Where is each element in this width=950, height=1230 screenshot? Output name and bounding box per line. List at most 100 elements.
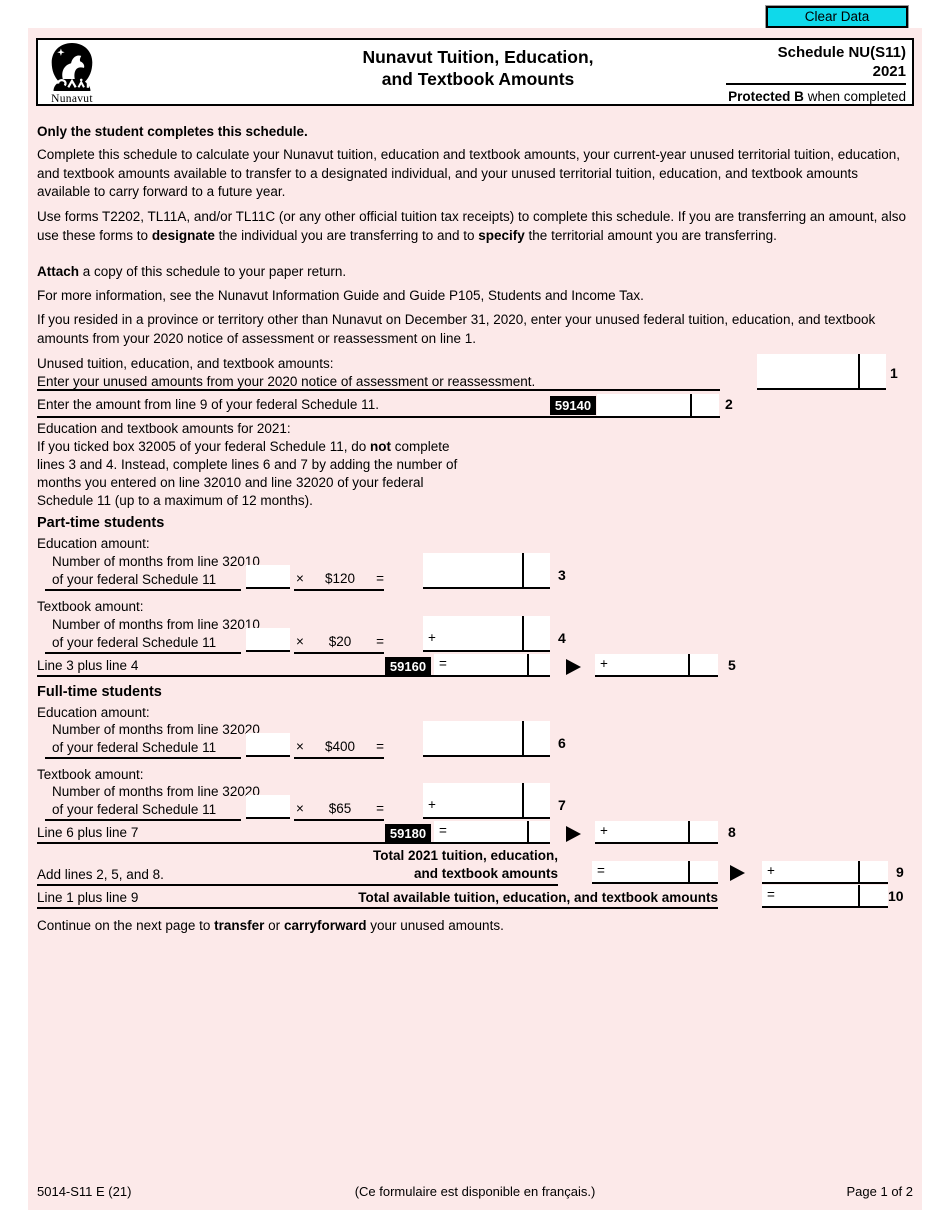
line8-amount-field[interactable]: = bbox=[434, 821, 550, 842]
line4-multiplier-underline bbox=[294, 652, 384, 654]
continue-pre: Continue on the next page to bbox=[37, 918, 215, 933]
p2-pre: Use forms T2202, TL11A, and/or TL11C (or… bbox=[37, 209, 906, 243]
continue-post: your unused amounts. bbox=[366, 918, 504, 933]
line7-months-field[interactable] bbox=[246, 795, 290, 819]
line8-equals-sign: = bbox=[439, 823, 447, 838]
line1-label-l2: Enter your unused amounts from your 2020… bbox=[37, 374, 536, 389]
line2-code-box: 59140 bbox=[550, 396, 596, 415]
line6-number: 6 bbox=[558, 735, 566, 751]
part-time-heading: Part-time students bbox=[37, 515, 165, 531]
p2-mid: the individual you are transferring to a… bbox=[214, 227, 479, 243]
ft-education-label: Education amount: bbox=[37, 705, 150, 720]
line7-number: 7 bbox=[558, 797, 566, 813]
line10-label: Line 1 plus line 9 bbox=[37, 890, 139, 905]
line9-underline bbox=[37, 884, 558, 886]
attach-note: Attach a copy of this schedule to your p… bbox=[37, 263, 909, 282]
line3-rate: $120 bbox=[324, 571, 356, 586]
line1-number: 1 bbox=[890, 365, 898, 381]
note-l1-post: complete bbox=[390, 439, 450, 454]
line10-amount-field[interactable]: = bbox=[762, 885, 888, 908]
line3-multiplier-underline bbox=[294, 589, 384, 591]
line5-underline bbox=[37, 675, 550, 677]
note-line1: If you ticked box 32005 of your federal … bbox=[37, 438, 637, 456]
ft-textbook-label: Textbook amount: bbox=[37, 767, 144, 782]
line10-total-label: Total available tuition, education, and … bbox=[358, 890, 718, 905]
line5-plus-sign: + bbox=[600, 656, 608, 671]
intro-paragraph-1: Complete this schedule to calculate your… bbox=[37, 147, 900, 199]
form-title-line2: and Textbook Amounts bbox=[381, 69, 575, 89]
line8-number: 8 bbox=[728, 824, 736, 840]
line2-underline bbox=[37, 416, 720, 418]
line3-multiplier: × $120 = bbox=[296, 570, 384, 588]
line9-carry-field[interactable]: + bbox=[762, 861, 888, 884]
line1-amount-field[interactable] bbox=[757, 354, 886, 390]
protected-divider bbox=[726, 83, 906, 85]
line1-underline bbox=[37, 389, 720, 391]
note-heading: Education and textbook amounts for 2021: bbox=[37, 421, 291, 436]
line9-label: Add lines 2, 5, and 8. bbox=[37, 867, 164, 882]
line4-plus-sign: + bbox=[428, 630, 436, 645]
line7-amount-field[interactable]: + bbox=[423, 783, 550, 819]
line4-label: Number of months from line 32010 of your… bbox=[52, 616, 260, 652]
line3-amount-field[interactable] bbox=[423, 553, 550, 589]
line3-label: Number of months from line 32010 of your… bbox=[52, 553, 260, 589]
logo-caption: Nunavut bbox=[51, 93, 93, 105]
line7-label: Number of months from line 32020 of your… bbox=[52, 783, 260, 819]
line2-label: Enter the amount from line 9 of your fed… bbox=[37, 397, 379, 412]
pt-textbook-label: Textbook amount: bbox=[37, 599, 144, 614]
line4-multiplier: × $20 = bbox=[296, 633, 384, 651]
line9-amount-field[interactable]: = bbox=[592, 861, 718, 884]
line3-label-underline bbox=[45, 589, 241, 591]
schedule-label: Schedule NU(S11) bbox=[777, 44, 906, 61]
continue-carryforward-bold: carryforward bbox=[283, 918, 367, 933]
line7-multiplier: × $65 = bbox=[296, 800, 384, 818]
line5-amount-field[interactable]: = bbox=[434, 654, 550, 675]
line9-total-l2: and textbook amounts bbox=[413, 866, 558, 881]
line7-label-l1: Number of months from line 32020 bbox=[52, 784, 260, 799]
line8-carry-field[interactable]: + bbox=[595, 821, 718, 844]
line9-total-label: Total 2021 tuition, education, and textb… bbox=[228, 847, 558, 883]
line6-multiplier-underline bbox=[294, 757, 384, 759]
line5-code-box: 59160 bbox=[385, 657, 431, 676]
education-note: Education and textbook amounts for 2021:… bbox=[37, 420, 637, 510]
line7-plus-sign: + bbox=[428, 797, 436, 812]
tax-year: 2021 bbox=[872, 63, 906, 80]
continue-mid: or bbox=[264, 918, 284, 933]
line6-label-l1: Number of months from line 32020 bbox=[52, 722, 260, 737]
line8-plus-sign: + bbox=[600, 823, 608, 838]
line1-label: Unused tuition, education, and textbook … bbox=[37, 355, 535, 391]
full-time-heading: Full-time students bbox=[37, 684, 162, 700]
more-info-note: For more information, see the Nunavut In… bbox=[37, 288, 644, 303]
polar-bear-logo-icon bbox=[51, 43, 93, 91]
line7-times-sign: × bbox=[296, 801, 304, 816]
line8-underline bbox=[37, 842, 550, 844]
line4-amount-field[interactable]: + bbox=[423, 616, 550, 652]
resided-note: If you resided in a province or territor… bbox=[37, 312, 876, 346]
protected-b-rest: when completed bbox=[803, 89, 906, 104]
line6-multiplier: × $400 = bbox=[296, 738, 384, 756]
line3-months-field[interactable] bbox=[246, 565, 290, 589]
line4-months-field[interactable] bbox=[246, 628, 290, 652]
line3-equals-sign: = bbox=[376, 571, 384, 586]
line5-carry-arrow-icon bbox=[566, 659, 581, 675]
line2-amount-field[interactable] bbox=[597, 394, 719, 416]
line3-label-l1: Number of months from line 32010 bbox=[52, 554, 260, 569]
nunavut-logo: Nunavut bbox=[46, 42, 98, 105]
line6-amount-field[interactable] bbox=[423, 721, 550, 757]
line6-months-field[interactable] bbox=[246, 733, 290, 757]
header-right: Schedule NU(S11) 2021 Protected B when c… bbox=[676, 43, 906, 106]
line7-rate: $65 bbox=[328, 801, 352, 816]
line6-label: Number of months from line 32020 of your… bbox=[52, 721, 260, 757]
line4-times-sign: × bbox=[296, 634, 304, 649]
line9-plus-sign: + bbox=[767, 863, 775, 878]
p2-designate-bold: designate bbox=[151, 227, 215, 243]
line5-number: 5 bbox=[728, 657, 736, 673]
line9-number: 9 bbox=[896, 864, 904, 880]
note-line4: Schedule 11 (up to a maximum of 12 month… bbox=[37, 493, 313, 508]
note-l1-bold: not bbox=[369, 439, 391, 454]
attach-bold: Attach bbox=[37, 264, 80, 279]
line5-carry-field[interactable]: + bbox=[595, 654, 718, 677]
clear-data-button[interactable]: Clear Data bbox=[766, 6, 908, 28]
protected-b-label: Protected B when completed bbox=[676, 87, 906, 106]
attach-rest: a copy of this schedule to your paper re… bbox=[79, 264, 347, 279]
